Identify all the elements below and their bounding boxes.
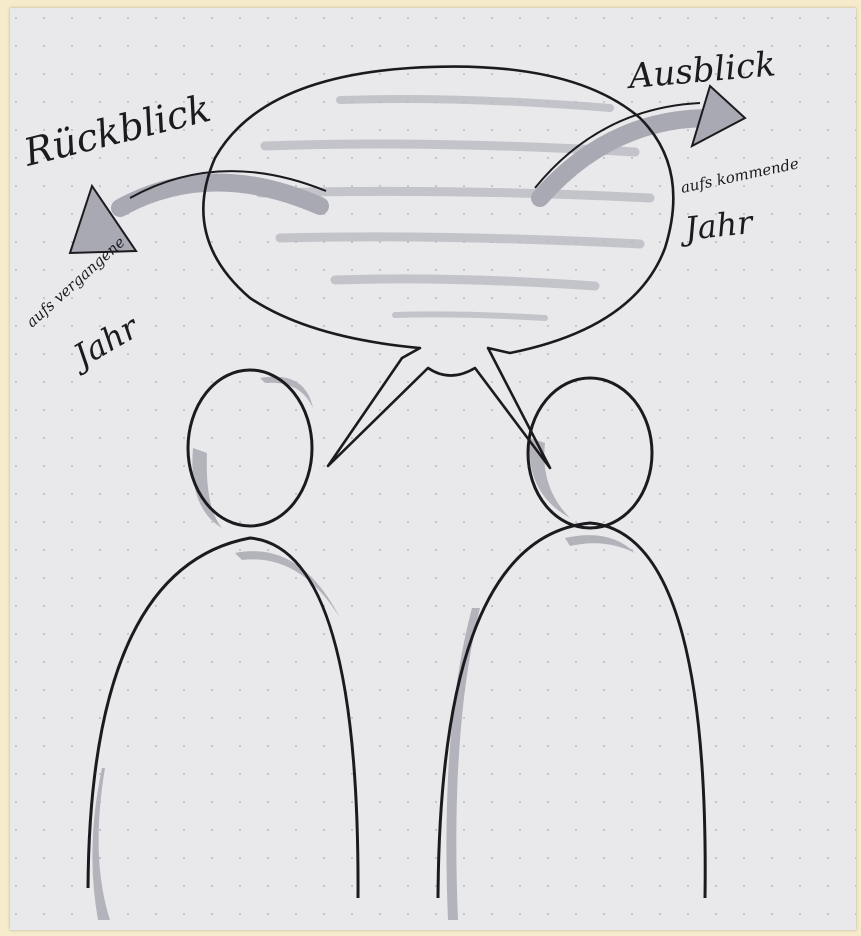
right-year: Jahr: [677, 203, 756, 249]
hand-drawn-sketch: Rückblick aufs vergangene Jahr Ausblick …: [10, 8, 856, 930]
dot-grid-paper: Rückblick aufs vergangene Jahr Ausblick …: [10, 8, 856, 930]
